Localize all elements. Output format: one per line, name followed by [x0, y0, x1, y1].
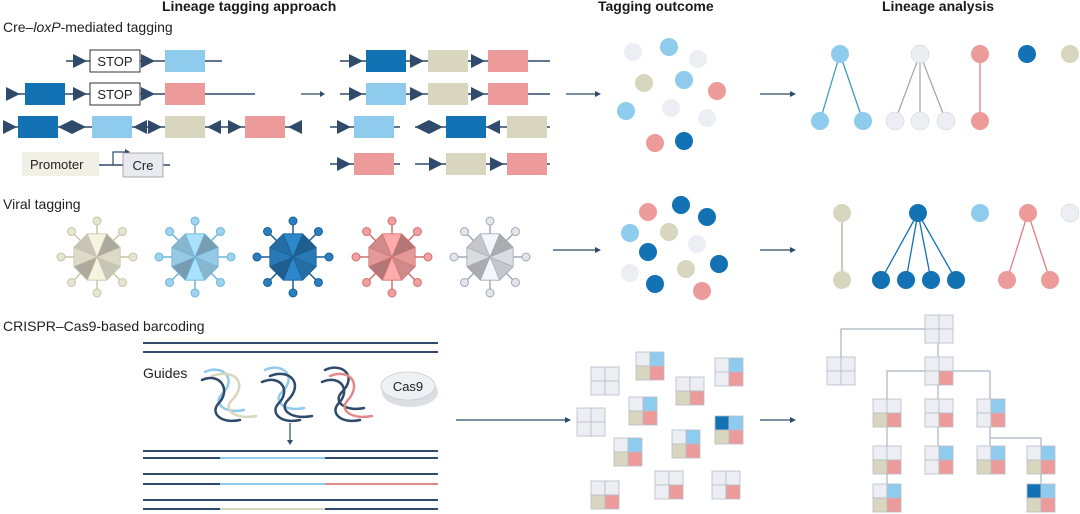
barcode-square: [628, 396, 658, 426]
header-approach: Lineage tagging approach: [162, 0, 337, 14]
guide-rna-group-3: [320, 366, 374, 423]
stop-label-1: STOP: [97, 54, 132, 69]
barcode-square: [1026, 445, 1056, 475]
cre-tagging-outcome: [617, 38, 726, 152]
cas9-protein: [380, 371, 438, 407]
barcode-square: [675, 376, 705, 406]
barcode-square: [872, 398, 902, 428]
cas9-label: Cas9: [393, 379, 423, 394]
barcode-square: [654, 470, 684, 500]
barcode-square: [826, 356, 856, 386]
barcode-square: [590, 366, 620, 396]
guide-rna-group-1: [200, 368, 258, 423]
section-cre-title: Cre–loxP-mediated tagging: [3, 19, 173, 35]
viral-particles: [56, 216, 531, 298]
cre-title-prefix: Cre–: [3, 19, 34, 35]
cre-title-loxp: loxP: [33, 19, 61, 35]
viral-tagging-outcome: [621, 196, 728, 300]
header-outcome: Tagging outcome: [598, 0, 714, 14]
barcode-square: [924, 445, 954, 475]
cre-recombined-4b: [415, 153, 550, 175]
promoter-cre-construct: [22, 149, 170, 178]
barcode-square: [590, 480, 620, 510]
barcode-square: [924, 356, 954, 386]
viral-lineage-trees: [833, 203, 1080, 289]
viral-particle: [154, 216, 236, 298]
cre-lineage-trees: [811, 44, 1079, 131]
viral-particle: [56, 216, 138, 298]
promoter-label: Promoter: [30, 157, 84, 172]
cre-construct-1: [66, 49, 222, 73]
cre-construct-3: [3, 116, 302, 138]
header-analysis: Lineage analysis: [882, 0, 995, 14]
stop-label-2: STOP: [97, 87, 132, 102]
crispr-top-dna: [143, 342, 438, 353]
barcode-square: [671, 429, 701, 459]
cre-recombined-3a: [330, 116, 400, 138]
barcode-square: [711, 470, 741, 500]
viral-particle: [351, 216, 433, 298]
guide-rna-group-2: [260, 366, 314, 423]
barcode-square: [872, 445, 902, 475]
barcode-square: [924, 314, 954, 344]
barcode-square: [976, 445, 1006, 475]
section-crispr-title: CRISPR–Cas9-based barcoding: [3, 318, 205, 334]
cre-title-suffix: -mediated tagging: [60, 19, 173, 35]
barcode-square: [613, 437, 643, 467]
crispr-barcode-outcome: [576, 351, 744, 510]
crispr-edited-dna: [143, 450, 438, 510]
barcode-square: [714, 415, 744, 445]
cre-recombined-4a: [330, 153, 400, 175]
viral-particle: [252, 216, 334, 298]
barcode-square: [714, 357, 744, 387]
guides-label: Guides: [143, 365, 187, 381]
barcode-square: [872, 483, 902, 513]
cre-construct-2: [6, 82, 255, 106]
barcode-square: [576, 407, 606, 437]
cre-recombined-2: [340, 83, 550, 105]
barcode-square: [976, 398, 1006, 428]
barcode-square: [924, 398, 954, 428]
barcode-square: [635, 351, 665, 381]
barcode-square: [1026, 483, 1056, 513]
cre-label: Cre: [133, 158, 154, 173]
cre-recombined-3b: [415, 116, 550, 138]
cre-recombined-1: [340, 50, 550, 72]
section-viral-title: Viral tagging: [3, 196, 81, 212]
crispr-lineage-tree: [826, 314, 1056, 513]
viral-particle: [449, 216, 531, 298]
